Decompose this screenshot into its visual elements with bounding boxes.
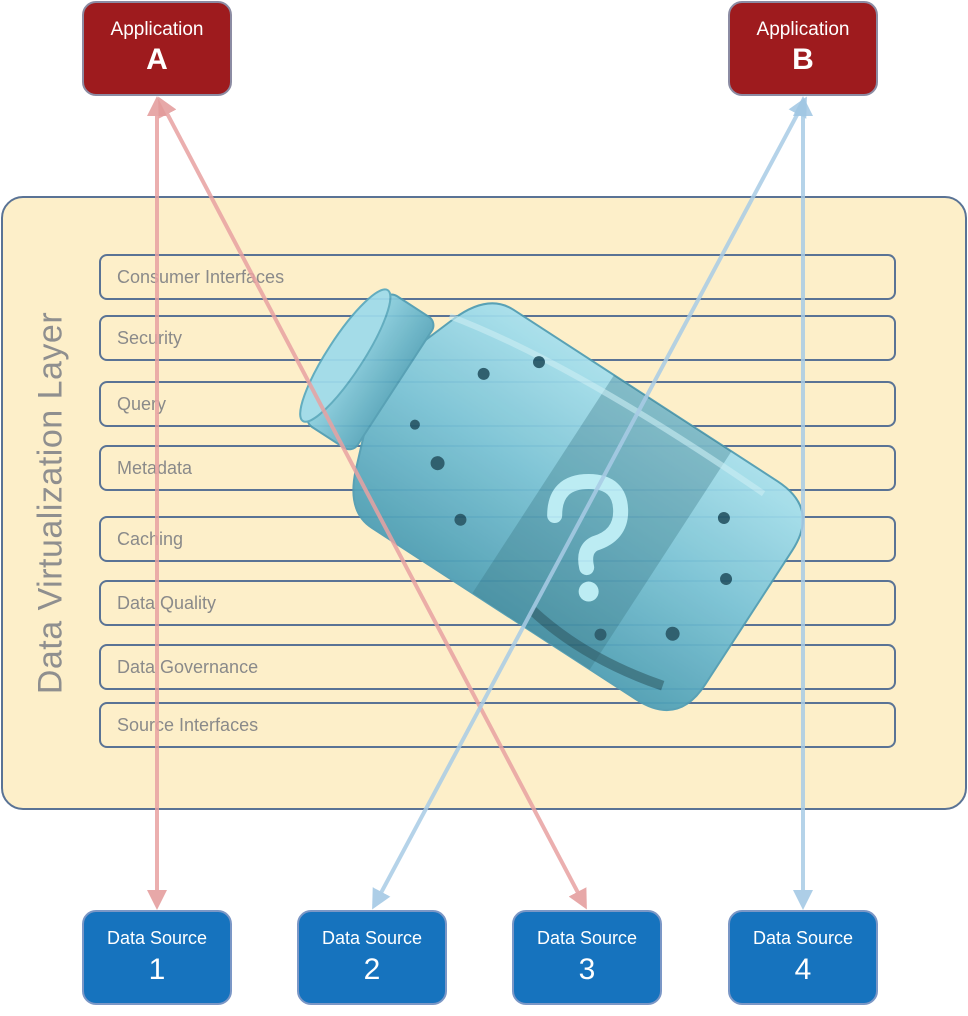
data-source-3-label: Data Source — [536, 928, 638, 948]
layer-row-metadata: Metadata — [99, 445, 896, 491]
application-b-label: Application — [756, 19, 850, 40]
data-source-1-label: Data Source — [106, 928, 208, 948]
data-source-4-label: Data Source — [752, 928, 854, 948]
data-source-4-id: 4 — [794, 953, 812, 986]
application-b-box: Application B — [728, 1, 878, 96]
layer-row-caching: Caching — [99, 516, 896, 562]
data-source-2-label: Data Source — [321, 928, 423, 948]
layer-row-data-governance: Data Governance — [99, 644, 896, 690]
layer-row-security: Security — [99, 315, 896, 361]
data-source-4-box: Data Source 4 — [728, 910, 878, 1005]
layer-row-query: Query — [99, 381, 896, 427]
application-a-label: Application — [110, 19, 204, 40]
data-source-2-box: Data Source 2 — [297, 910, 447, 1005]
data-source-3-id: 3 — [578, 953, 596, 986]
data-source-1-box: Data Source 1 — [82, 910, 232, 1005]
layer-row-source-interfaces: Source Interfaces — [99, 702, 896, 748]
layer-title: Data Virtualization Layer — [31, 311, 70, 695]
application-a-box: Application A — [82, 1, 232, 96]
data-source-3-box: Data Source 3 — [512, 910, 662, 1005]
layer-row-data-quality: Data Quality — [99, 580, 896, 626]
application-a-id: A — [146, 43, 168, 76]
data-source-2-id: 2 — [363, 953, 381, 986]
layer-row-consumer-interfaces: Consumer Interfaces — [99, 254, 896, 300]
application-b-id: B — [792, 43, 814, 76]
data-source-1-id: 1 — [148, 953, 166, 986]
